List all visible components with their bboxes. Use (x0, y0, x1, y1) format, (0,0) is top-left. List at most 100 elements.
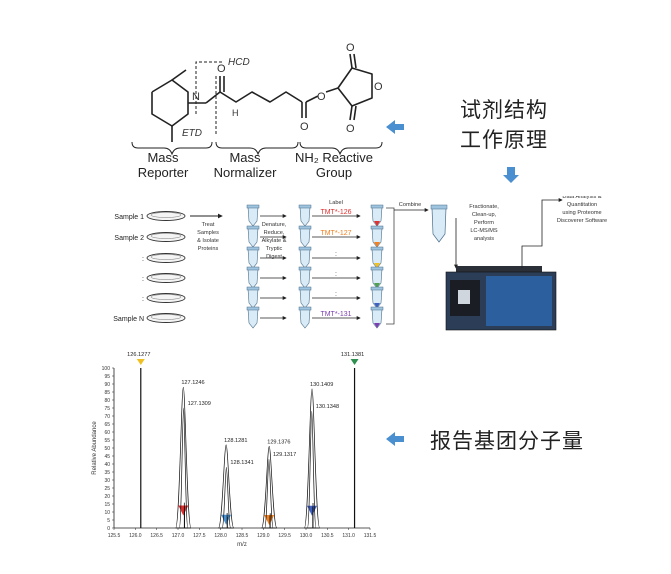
tube-cap (246, 266, 260, 271)
step-digest-text: Reduce, (264, 230, 285, 236)
tube-icon (247, 206, 259, 227)
arrow-left-icon (386, 120, 404, 134)
tube-cap (246, 204, 260, 209)
tube-cap (298, 266, 312, 271)
y-tick-label: 25 (104, 486, 110, 492)
tmt-label: : (335, 271, 337, 278)
etd-label: ETD (182, 128, 202, 139)
y-tick-label: 30 (104, 478, 110, 484)
x-tick-label: 128.0 (214, 533, 227, 539)
peak-marker-icon (136, 359, 145, 365)
tube-cap (246, 306, 260, 311)
peak-label: 129.1317 (273, 452, 296, 458)
combined-tube-icon (431, 207, 447, 243)
arrow-down-icon (503, 167, 519, 183)
y-tick-label: 55 (104, 438, 110, 444)
peak (221, 466, 231, 529)
tube-tip (374, 303, 380, 308)
tube-cap (298, 246, 312, 251)
tube-cap (298, 306, 312, 311)
x-tick-label: 129.0 (257, 533, 270, 539)
tmt-label: TMT*-126 (320, 209, 351, 216)
peak (307, 410, 317, 529)
peak (175, 386, 192, 529)
sample-dish-inner (150, 212, 182, 218)
reporter-ion-spectrum: 0510152025303540455055606570758085909510… (92, 352, 376, 548)
atom-o-amide: O (217, 63, 226, 75)
label-header: Label (329, 200, 343, 206)
atom-o-ester: O (300, 121, 309, 133)
y-axis-label: Relative Abundance (92, 421, 98, 475)
group-label-line2: Normalizer (213, 165, 277, 180)
y-tick-label: 50 (104, 446, 110, 452)
y-tick-label: 65 (104, 422, 110, 428)
caption-structure-line2: 工作原理 (460, 128, 548, 152)
group-label-line1: NH₂ Reactive (294, 150, 373, 165)
tube-cap (298, 204, 312, 209)
y-tick-label: 5 (107, 518, 110, 524)
x-axis-label: m/z (237, 542, 247, 548)
sample-dish-icon (146, 293, 186, 303)
combine-label: Combine (399, 202, 421, 208)
tube-cap (370, 286, 384, 291)
peak-label: 130.1348 (316, 404, 339, 410)
y-tick-label: 40 (104, 462, 110, 468)
y-tick-label: 85 (104, 390, 110, 396)
peak-label: 131.1381 (341, 352, 364, 358)
x-tick-label: 127.0 (172, 533, 185, 539)
atom-n-ring: O (374, 81, 383, 93)
y-tick-label: 95 (104, 374, 110, 380)
tube-cap (298, 286, 312, 291)
tube-icon (299, 206, 311, 227)
tube-icon (299, 268, 311, 289)
y-tick-label: 70 (104, 414, 110, 420)
tube-tip (374, 242, 380, 247)
x-tick-label: 131.5 (364, 533, 376, 539)
y-tick-label: 0 (107, 526, 110, 532)
arrow-left-icon (386, 432, 404, 446)
tube-cap (246, 246, 260, 251)
tube-icon (247, 248, 259, 269)
step-digest-text: Alkylate & (262, 238, 287, 244)
x-tick-label: 125.5 (108, 533, 121, 539)
step-analysis-text: Discoverer Software (557, 218, 607, 224)
tube-cap (370, 306, 384, 311)
tube-icon (247, 227, 259, 248)
sample-dish-inner (150, 294, 182, 300)
x-tick-label: 130.5 (321, 533, 334, 539)
step-analysis-text: Data Analysis & (562, 196, 601, 200)
hcd-label: HCD (228, 57, 250, 68)
peak (218, 444, 235, 529)
tube-cap (430, 204, 448, 210)
atom-o-top: O (346, 42, 355, 54)
peak-label: 127.1246 (181, 380, 204, 386)
step-digest-text: Tryptic (266, 246, 283, 252)
sample-dish-icon (146, 313, 186, 323)
group-label-line2: Group (315, 165, 353, 180)
group-label-line1: Mass (229, 150, 261, 165)
tube-icon (299, 308, 311, 329)
sample-dish-inner (150, 274, 182, 280)
tube-icon (247, 288, 259, 309)
group-nh2-reactive: NH₂ Reactive Group (284, 150, 384, 180)
y-tick-label: 75 (104, 406, 110, 412)
peak-label: 127.1309 (188, 401, 211, 407)
y-tick-label: 60 (104, 430, 110, 436)
tube-icon (299, 248, 311, 269)
y-tick-label: 15 (104, 502, 110, 508)
step-treat-text: Proteins (198, 246, 219, 252)
caption-structure: 试剂结构 工作原理 (460, 95, 548, 155)
arrow-to-analysis (521, 198, 563, 268)
step-treat-text: Treat (202, 222, 215, 228)
peak-label: 128.1341 (230, 460, 253, 466)
sample-label: Sample 2 (114, 235, 144, 242)
tmt-reagent-structure: N O H O O O O O HCD ETD (131, 42, 383, 156)
step-lcms-text: analysis (474, 236, 494, 242)
step-digest-text: Digest (266, 254, 282, 260)
tube-tip (374, 283, 380, 288)
y-tick-label: 90 (104, 382, 110, 388)
peak-label: 130.1409 (310, 382, 333, 388)
tube-cap (370, 266, 384, 271)
x-tick-label: 128.5 (236, 533, 249, 539)
sample-dish-inner (150, 254, 182, 260)
